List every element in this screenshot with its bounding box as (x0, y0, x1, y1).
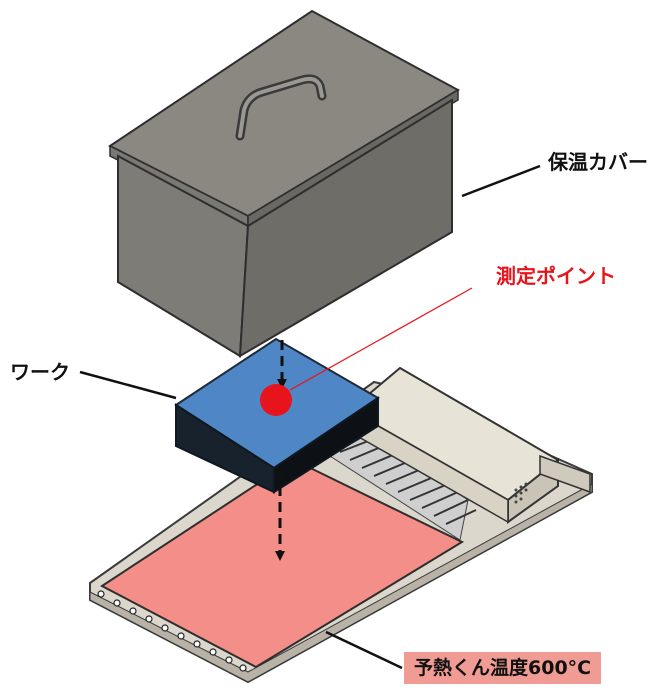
side-rail (539, 454, 591, 494)
measure-point-dot (260, 384, 292, 416)
heater-frame-edge (89, 483, 593, 683)
heat-cover (108, 9, 461, 358)
plate-edge-holes (97, 590, 247, 672)
vent-icon (514, 482, 528, 504)
preheat-leader-line (325, 630, 403, 670)
heating-plate (100, 458, 465, 669)
measure-leader-line (289, 287, 473, 391)
handle-icon (235, 74, 327, 141)
preheater-assembly (89, 366, 593, 684)
cover-label: 保温カバー (548, 150, 648, 174)
work-label: ワーク (10, 360, 70, 384)
work-leader-line (79, 370, 177, 400)
measure-point-label: 測定ポイント (496, 264, 616, 288)
preheat-temperature-label: 予熱くん温度600°C (404, 652, 602, 684)
cover-leader-line (461, 164, 541, 198)
